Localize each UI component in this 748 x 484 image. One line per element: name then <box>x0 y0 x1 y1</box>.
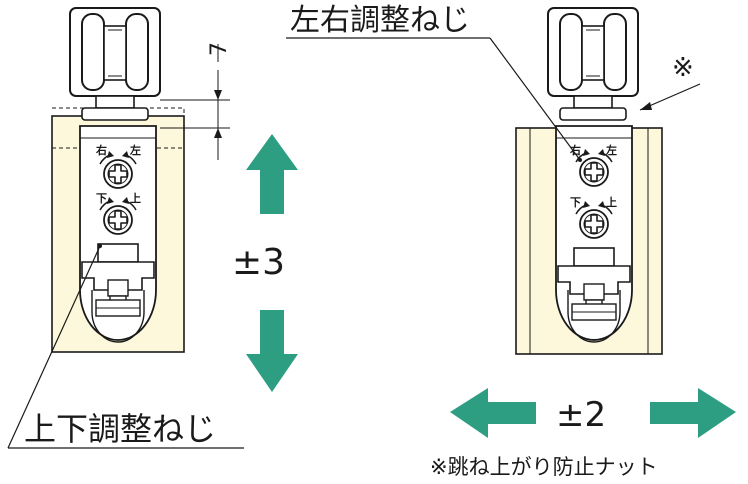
footnote-anti-lift-nut: ※跳ね上がり防止ナット <box>430 455 658 479</box>
left-lr-screw <box>103 159 133 189</box>
plus-minus-2-label: ±2 <box>556 395 606 435</box>
right-mark-right: 右 <box>569 143 581 157</box>
right-roller <box>547 7 639 121</box>
note-mark: ※ <box>672 53 694 83</box>
dimension-7: 7 <box>160 42 232 160</box>
right-mark-up: 上 <box>606 195 617 209</box>
lr-adjust-screw-label: 左右調整ねじ <box>290 3 470 38</box>
left-mark-left: 左 <box>129 143 141 157</box>
vertical-adjust-arrows: ±3 <box>232 134 298 392</box>
right-mark-down: 下 <box>570 196 581 209</box>
left-mark-down: 下 <box>96 192 107 205</box>
right-hinge-assembly: 右 左 下 上 左右調整ねじ ※ <box>286 3 701 355</box>
down-arrow-icon <box>246 310 298 392</box>
ud-adjust-screw-label: 上下調整ねじ <box>24 410 216 448</box>
left-arrow-icon <box>450 388 536 438</box>
right-ud-screw <box>579 209 609 239</box>
up-arrow-icon <box>246 134 298 214</box>
left-mark-right: 右 <box>95 143 107 157</box>
left-ud-screw <box>103 205 133 235</box>
left-mark-up: 上 <box>130 191 141 205</box>
dimension-7-label: 7 <box>207 42 232 56</box>
right-arrow-icon <box>650 388 736 438</box>
right-mark-left: 左 <box>605 143 617 157</box>
left-roller <box>69 7 161 121</box>
plus-minus-3-label: ±3 <box>232 242 285 283</box>
horizontal-adjust-arrows: ±2 <box>450 388 736 438</box>
right-lr-screw <box>579 157 609 187</box>
left-hinge-assembly: 右 左 下 上 7 上下調整ねじ <box>7 7 244 449</box>
